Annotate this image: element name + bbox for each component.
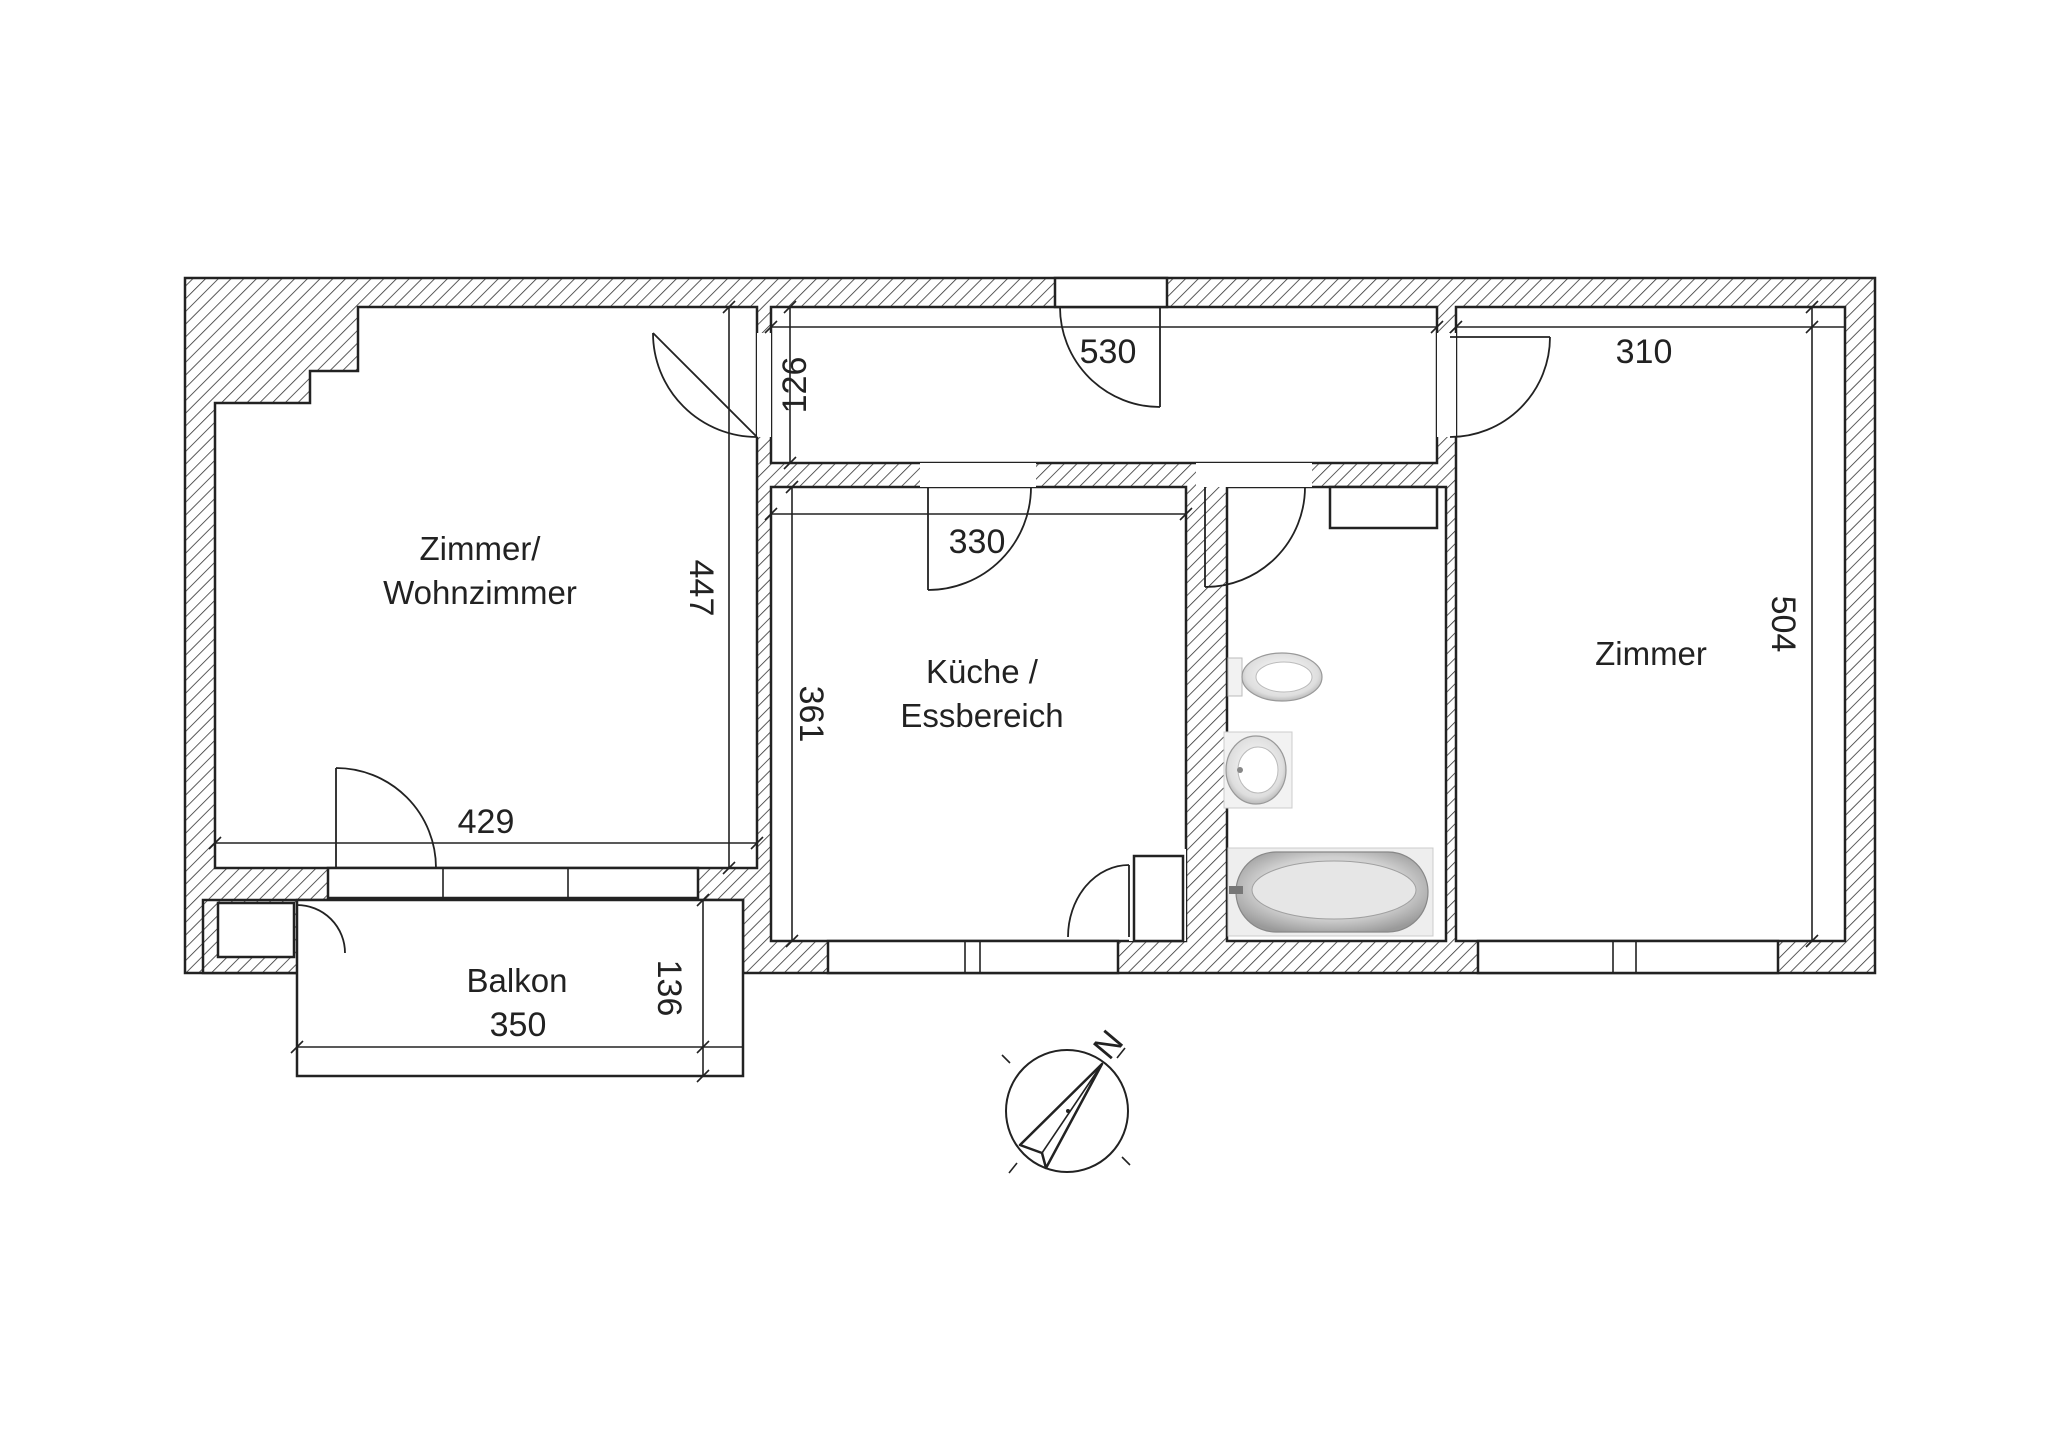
window-zimmer-bottom xyxy=(1476,939,1780,975)
door-wohnzimmer-hall xyxy=(652,332,758,438)
door-kueche-corner xyxy=(1067,854,1185,943)
compass-arrow-icon xyxy=(1018,1062,1104,1170)
door-zimmer-hall xyxy=(1449,336,1551,438)
hall-depth-dim: 126 xyxy=(776,357,814,414)
dimension-numbers: 530 126 310 504 429 447 330 361 350 136 xyxy=(458,333,1802,1044)
window-hall-top xyxy=(1053,276,1169,309)
doors xyxy=(296,306,1551,955)
kueche-label-line1: Küche / xyxy=(926,653,1039,690)
small-storage xyxy=(216,901,296,959)
windows xyxy=(326,276,1780,975)
window-kueche-bottom xyxy=(826,939,1120,975)
wohnzimmer-floor xyxy=(213,305,759,870)
dimension-lines xyxy=(208,300,1845,1083)
kueche-depth-dim: 361 xyxy=(792,686,830,743)
kueche-width-dim: 330 xyxy=(949,523,1006,561)
bad-alcove xyxy=(1328,485,1439,530)
wohnzimmer-width-dim: 429 xyxy=(458,803,515,841)
door-wohnzimmer-balcony xyxy=(335,767,437,869)
hall-length-dim: 530 xyxy=(1080,333,1137,371)
compass: N xyxy=(1001,1023,1131,1174)
hallway-floor xyxy=(769,305,1439,465)
wohnzimmer-depth-dim: 447 xyxy=(682,560,720,617)
bath-fixtures xyxy=(1223,652,1434,937)
bathtub-icon xyxy=(1227,847,1434,937)
toilet-icon xyxy=(1227,652,1323,702)
kueche-floor xyxy=(769,485,1188,943)
zimmer-label: Zimmer xyxy=(1595,635,1707,672)
door-balcony-small xyxy=(296,904,346,955)
sink-icon xyxy=(1223,731,1293,809)
door-bad-hall xyxy=(1204,486,1306,588)
balkon-label: Balkon xyxy=(467,962,568,999)
zimmer-depth-dim: 504 xyxy=(1764,596,1802,653)
balkon-depth-dim: 136 xyxy=(650,960,688,1017)
kueche-label-line2: Essbereich xyxy=(900,697,1063,734)
wohnzimmer-label-line1: Zimmer/ xyxy=(420,530,542,567)
zimmer-floor xyxy=(1454,305,1847,943)
room-labels: Zimmer/ Wohnzimmer Küche / Essbereich Zi… xyxy=(383,530,1707,999)
wohnzimmer-label-line2: Wohnzimmer xyxy=(383,574,577,611)
compass-ring-icon xyxy=(1005,1049,1129,1173)
compass-north-label: N xyxy=(1086,1023,1131,1066)
window-wohnzimmer-balcony xyxy=(326,866,700,900)
balkon-width-dim: 350 xyxy=(490,1006,547,1044)
zimmer-width-dim: 310 xyxy=(1616,333,1673,371)
door-kueche-hall xyxy=(927,486,1032,591)
